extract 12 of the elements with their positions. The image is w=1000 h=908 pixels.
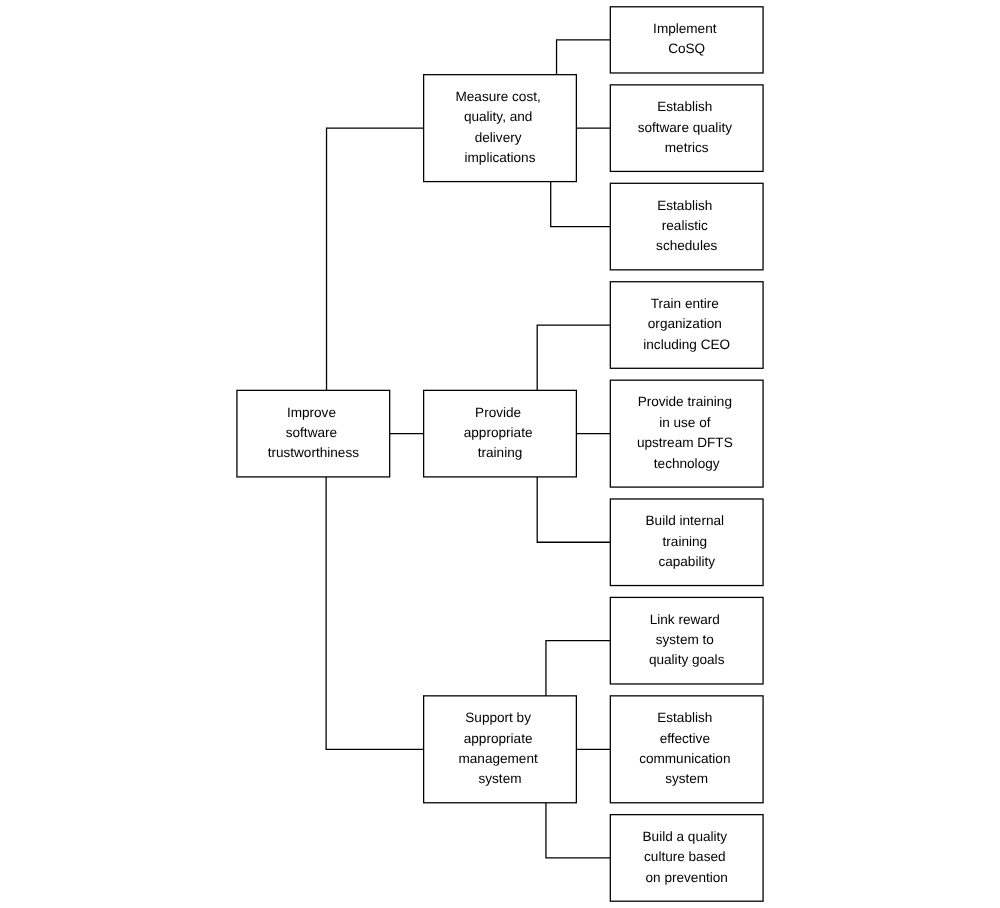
- connector: [536, 324, 611, 391]
- connector: [555, 39, 611, 76]
- connector: [325, 476, 425, 750]
- connector: [389, 433, 425, 435]
- connector: [575, 748, 611, 750]
- connector: [550, 180, 611, 228]
- connector: [325, 127, 425, 391]
- connector: [575, 127, 611, 129]
- connector: [545, 640, 611, 697]
- connector: [536, 476, 611, 543]
- connector: [575, 433, 611, 435]
- connector: [545, 802, 611, 859]
